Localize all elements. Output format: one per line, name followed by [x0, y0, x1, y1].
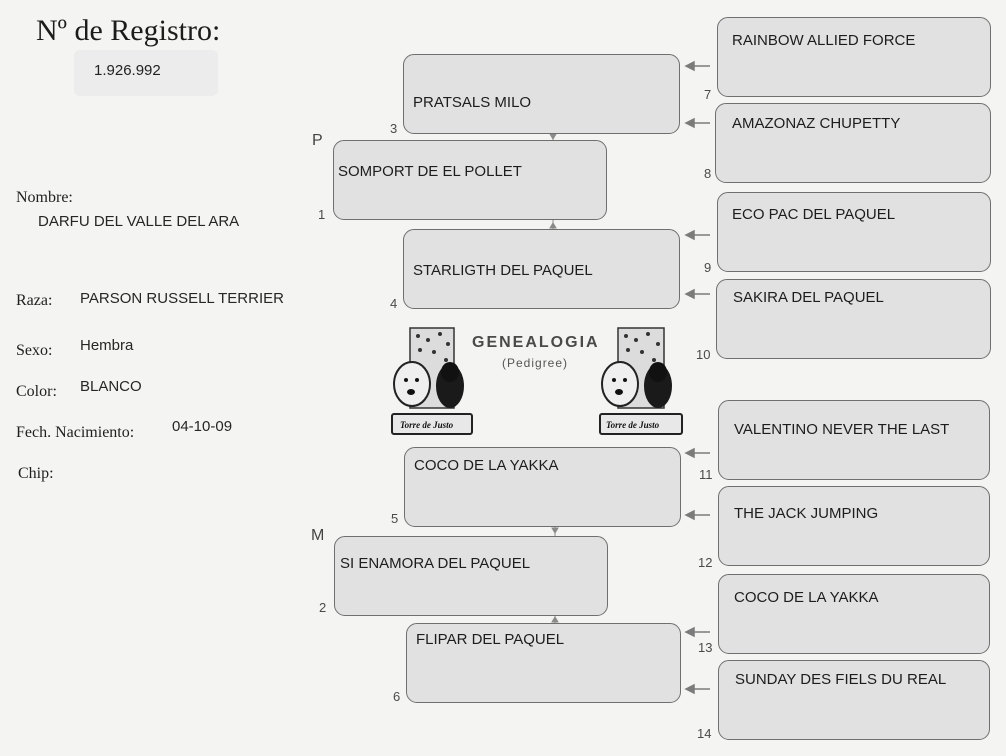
sire-name: SOMPORT DE EL POLLET: [338, 163, 522, 180]
chip-label: Chip:: [18, 465, 54, 482]
great-grandparent-box-13: [718, 574, 990, 654]
sire-box: [333, 140, 607, 220]
grandparent-name-4: STARLIGTH DEL PAQUEL: [413, 262, 593, 279]
great-grandparent-name-14: SUNDAY DES FIELS DU REAL: [735, 671, 947, 688]
dog-birth-date: 04-10-09: [172, 418, 233, 435]
arrow-icon: [684, 447, 710, 459]
name-label: Nombre:: [16, 189, 73, 206]
grandparent-box-6: [406, 623, 681, 703]
dam-number: 2: [319, 600, 327, 615]
great-grandparent-number-12: 12: [698, 555, 713, 570]
registration-number-box: [74, 50, 218, 96]
registration-number: 1.926.992: [94, 62, 161, 79]
great-grandparent-number-7: 7: [704, 87, 712, 102]
arrow-icon: [684, 509, 710, 521]
dam-marker: M: [311, 527, 325, 544]
birth-date-label: Fech. Nacimiento:: [16, 424, 135, 441]
great-grandparent-box-10: [716, 279, 991, 359]
sex-label: Sexo:: [16, 342, 53, 359]
dog-name: DARFU DEL VALLE DEL ARA: [38, 213, 240, 230]
great-grandparent-name-10: SAKIRA DEL PAQUEL: [733, 289, 884, 306]
grandparent-name-5: COCO DE LA YAKKA: [414, 457, 559, 474]
badge-text-right: Torre de Justo: [606, 420, 660, 430]
grandparent-number-3: 3: [390, 121, 398, 136]
arrow-icon: [684, 60, 710, 72]
grandparent-box-4: [403, 229, 680, 309]
great-grandparent-name-7: RAINBOW ALLIED FORCE: [732, 32, 916, 49]
grandparent-number-5: 5: [391, 511, 399, 526]
badge-text-left: Torre de Justo: [400, 420, 454, 430]
great-grandparent-box-12: [718, 486, 990, 566]
dog-logo-left-icon: [391, 327, 473, 435]
great-grandparent-number-14: 14: [697, 726, 712, 741]
grandparent-number-6: 6: [393, 689, 401, 704]
pedigree-subheading: (Pedigree): [502, 356, 569, 370]
great-grandparent-name-12: THE JACK JUMPING: [734, 505, 879, 522]
genealogia-heading: GENEALOGIA: [472, 334, 600, 351]
color-label: Color:: [16, 383, 57, 400]
arrow-icon: [684, 626, 710, 638]
dog-color: BLANCO: [80, 378, 142, 395]
great-grandparent-box-11: [718, 400, 990, 480]
great-grandparent-number-9: 9: [704, 260, 712, 275]
great-grandparent-number-10: 10: [696, 347, 711, 362]
arrow-icon: [684, 288, 710, 300]
arrow-icon: [684, 229, 710, 241]
page-title: Nº de Registro:: [36, 14, 221, 47]
great-grandparent-name-13: COCO DE LA YAKKA: [734, 589, 879, 606]
great-grandparent-box-8: [715, 103, 991, 183]
breed-label: Raza:: [16, 292, 53, 309]
great-grandparent-box-7: [717, 17, 991, 97]
great-grandparent-name-8: AMAZONAZ CHUPETTY: [732, 115, 901, 132]
arrow-icon: [684, 683, 710, 695]
dog-breed: PARSON RUSSELL TERRIER: [80, 290, 284, 307]
great-grandparent-number-13: 13: [698, 640, 713, 655]
great-grandparent-box-9: [717, 192, 991, 272]
sire-marker: P: [312, 132, 323, 149]
grandparent-box-5: [404, 447, 681, 527]
grandparent-name-3: PRATSALS MILO: [413, 94, 532, 111]
grandparent-number-4: 4: [390, 296, 398, 311]
dog-sex: Hembra: [80, 337, 134, 354]
great-grandparent-box-14: [718, 660, 990, 740]
grandparent-box-3: [403, 54, 680, 134]
arrow-icon: [684, 117, 710, 129]
dam-name: SI ENAMORA DEL PAQUEL: [340, 555, 531, 572]
dog-logo-right-icon: [599, 327, 683, 435]
sire-number: 1: [318, 207, 326, 222]
great-grandparent-number-8: 8: [704, 166, 712, 181]
great-grandparent-number-11: 11: [699, 467, 713, 482]
grandparent-name-6: FLIPAR DEL PAQUEL: [416, 631, 565, 648]
great-grandparent-name-11: VALENTINO NEVER THE LAST: [734, 421, 950, 438]
dam-box: [334, 536, 608, 616]
great-grandparent-name-9: ECO PAC DEL PAQUEL: [732, 206, 896, 223]
